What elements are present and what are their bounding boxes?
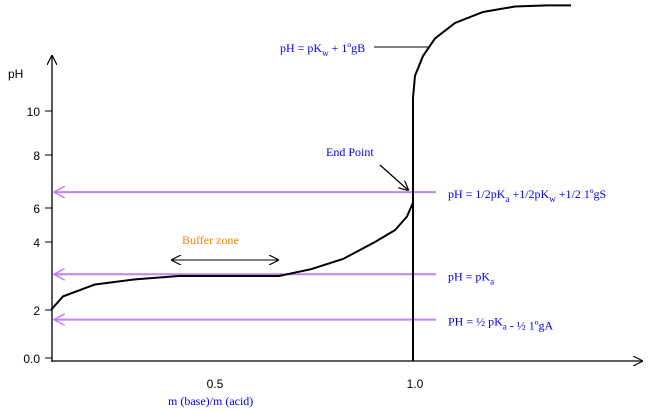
end-point-label: End Point xyxy=(326,145,374,159)
x-axis-label: m (base)/m (acid) xyxy=(168,394,253,408)
x-tick-label: 0.5 xyxy=(207,377,224,391)
y-tick-label: 10 xyxy=(27,105,41,119)
end-point-arrow xyxy=(379,164,408,190)
y-tick-label: 2 xyxy=(33,304,40,318)
y-tick-label: 0.0 xyxy=(23,352,40,366)
buffer-zone-label: Buffer zone xyxy=(182,233,239,247)
titration-curve xyxy=(50,4,571,311)
reference-formula: pH = pKa xyxy=(448,269,494,286)
reference-formula: pH = 1/2pKa +1/2pKw +1/2 1ºgS xyxy=(448,187,606,204)
reference-formula: PH = ½ pKa - ½ 1ºgA xyxy=(448,315,553,333)
y-tick-label: 8 xyxy=(33,149,40,163)
top-formula: pH = pKw + 1ºgB xyxy=(280,41,365,58)
y-axis-label: pH xyxy=(8,67,23,81)
y-tick-label: 6 xyxy=(33,202,40,216)
y-tick-label: 4 xyxy=(33,236,40,250)
x-tick-label: 1.0 xyxy=(407,377,424,391)
